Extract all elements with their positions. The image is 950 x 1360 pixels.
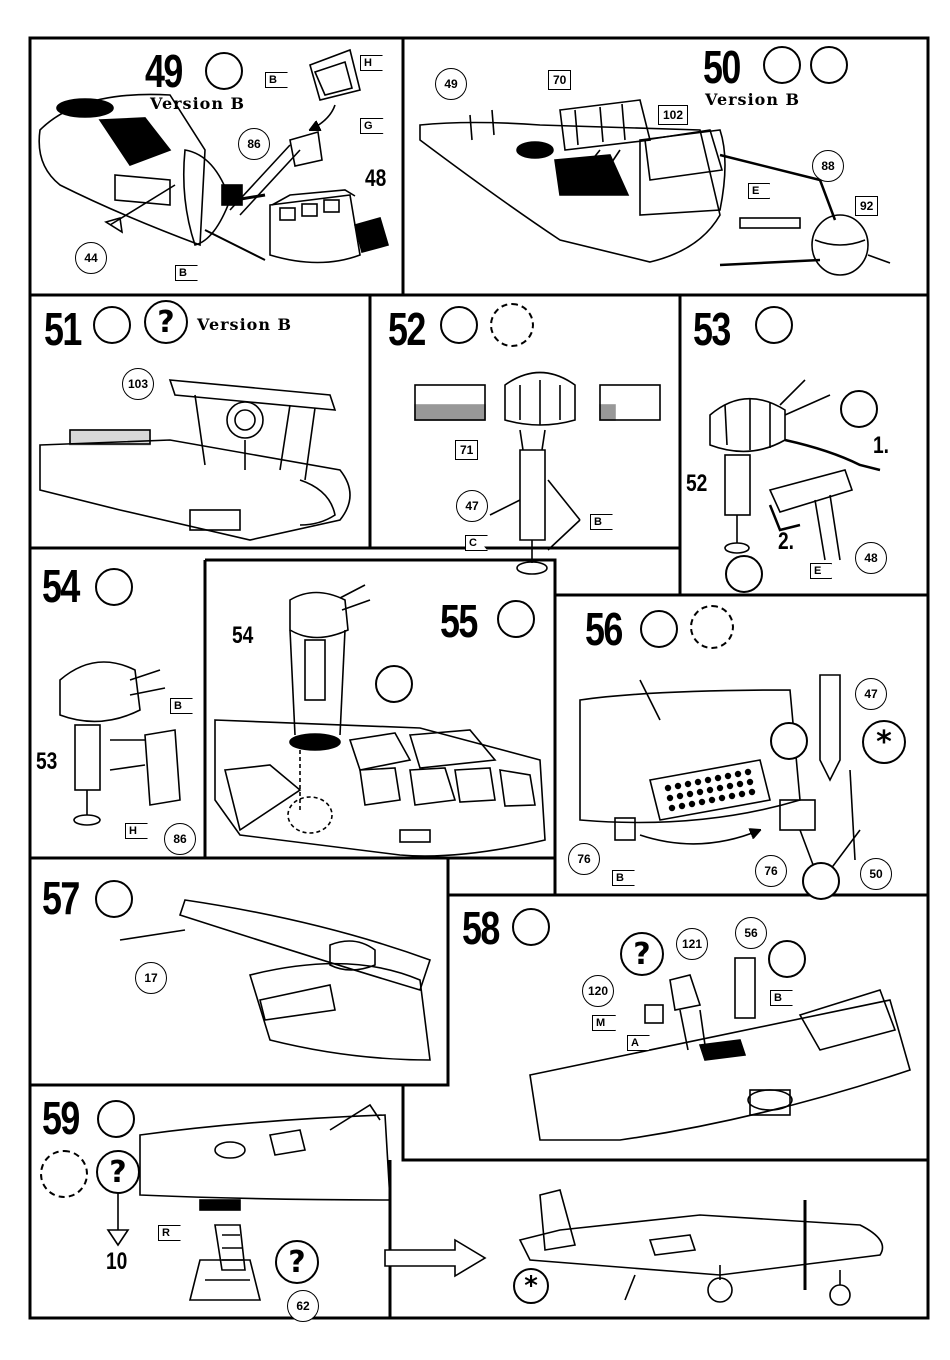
step-number-49: 49 — [145, 48, 182, 94]
part-callout: 103 — [122, 368, 154, 400]
color-tag: B — [590, 514, 613, 530]
part-callout: 62 — [287, 1290, 319, 1322]
color-tag: G — [360, 118, 384, 134]
sequence-label: 2. — [778, 528, 794, 556]
help-icon: ? — [275, 1240, 319, 1284]
color-tag: B — [265, 72, 288, 88]
part-label: 52 — [686, 470, 707, 498]
part-label: 54 — [232, 622, 253, 650]
step-number-58: 58 — [462, 905, 499, 951]
clear-part-box: 92 — [855, 196, 878, 216]
clear-part-box: 71 — [455, 440, 478, 460]
clear-part-box: 102 — [658, 105, 688, 125]
color-tag: C — [465, 535, 488, 551]
sequence-label: 1. — [873, 432, 889, 460]
help-icon: ? — [96, 1150, 140, 1194]
step-number-52: 52 — [388, 306, 425, 352]
glue-icon — [97, 1100, 135, 1138]
part-label: 53 — [36, 748, 57, 776]
glue-icon — [802, 862, 840, 900]
color-tag: M — [592, 1015, 616, 1031]
clock-icon — [490, 303, 534, 347]
no-glue-icon — [725, 555, 763, 593]
color-tag: B — [170, 698, 193, 714]
step-number-55: 55 — [440, 598, 477, 644]
part-callout: 76 — [755, 855, 787, 887]
step-number-59: 59 — [42, 1095, 79, 1141]
step-reference: 10 — [106, 1248, 127, 1276]
glue-icon — [440, 306, 478, 344]
no-glue-icon — [755, 306, 793, 344]
part-callout: 86 — [164, 823, 196, 855]
part-callout: 76 — [568, 843, 600, 875]
no-paint-icon — [768, 940, 806, 978]
glue-icon — [205, 52, 243, 90]
glue-icon — [763, 46, 801, 84]
part-callout: 56 — [735, 917, 767, 949]
part-label: 48 — [365, 165, 386, 193]
glue-icon — [95, 568, 133, 606]
color-tag: E — [810, 563, 832, 579]
asterisk-icon: * — [513, 1268, 549, 1304]
part-callout: 120 — [582, 975, 614, 1007]
step-number-53: 53 — [693, 306, 730, 352]
step-number-54: 54 — [42, 563, 79, 609]
part-callout: 47 — [855, 678, 887, 710]
no-glue-icon — [497, 600, 535, 638]
part-callout: 47 — [456, 490, 488, 522]
color-tag: B — [770, 990, 793, 1006]
color-tag: R — [158, 1225, 181, 1241]
help-icon: ? — [620, 932, 664, 976]
clock-icon — [690, 605, 734, 649]
color-tag: H — [360, 55, 383, 71]
no-glue-icon — [840, 390, 878, 428]
part-callout: 86 — [238, 128, 270, 160]
glue-icon — [93, 306, 131, 344]
color-tag: H — [125, 823, 148, 839]
step-number-57: 57 — [42, 875, 79, 921]
glue-icon — [640, 610, 678, 648]
step-number-56: 56 — [585, 606, 622, 652]
help-icon: ? — [144, 300, 188, 344]
color-tag: E — [748, 183, 770, 199]
glue-icon — [512, 908, 550, 946]
part-callout: 48 — [855, 542, 887, 574]
version-label-50: Version B — [705, 90, 800, 109]
part-callout: 50 — [860, 858, 892, 890]
part-callout: 44 — [75, 242, 107, 274]
color-tag: B — [175, 265, 198, 281]
clock-icon — [40, 1150, 88, 1198]
decal-icon — [810, 46, 848, 84]
part-callout: 88 — [812, 150, 844, 182]
glue-icon — [95, 880, 133, 918]
color-tag: B — [612, 870, 635, 886]
step-number-50: 50 — [703, 44, 740, 90]
color-tag: A — [627, 1035, 650, 1051]
no-glue-icon — [375, 665, 413, 703]
version-label-51: Version B — [197, 315, 292, 334]
part-callout: 121 — [676, 928, 708, 960]
clear-part-box: 70 — [548, 70, 571, 90]
version-label-49: Version B — [150, 94, 245, 113]
no-glue-icon — [770, 722, 808, 760]
part-callout: 49 — [435, 68, 467, 100]
part-callout: 17 — [135, 962, 167, 994]
step-number-51: 51 — [44, 306, 81, 352]
asterisk-icon: * — [862, 720, 906, 764]
